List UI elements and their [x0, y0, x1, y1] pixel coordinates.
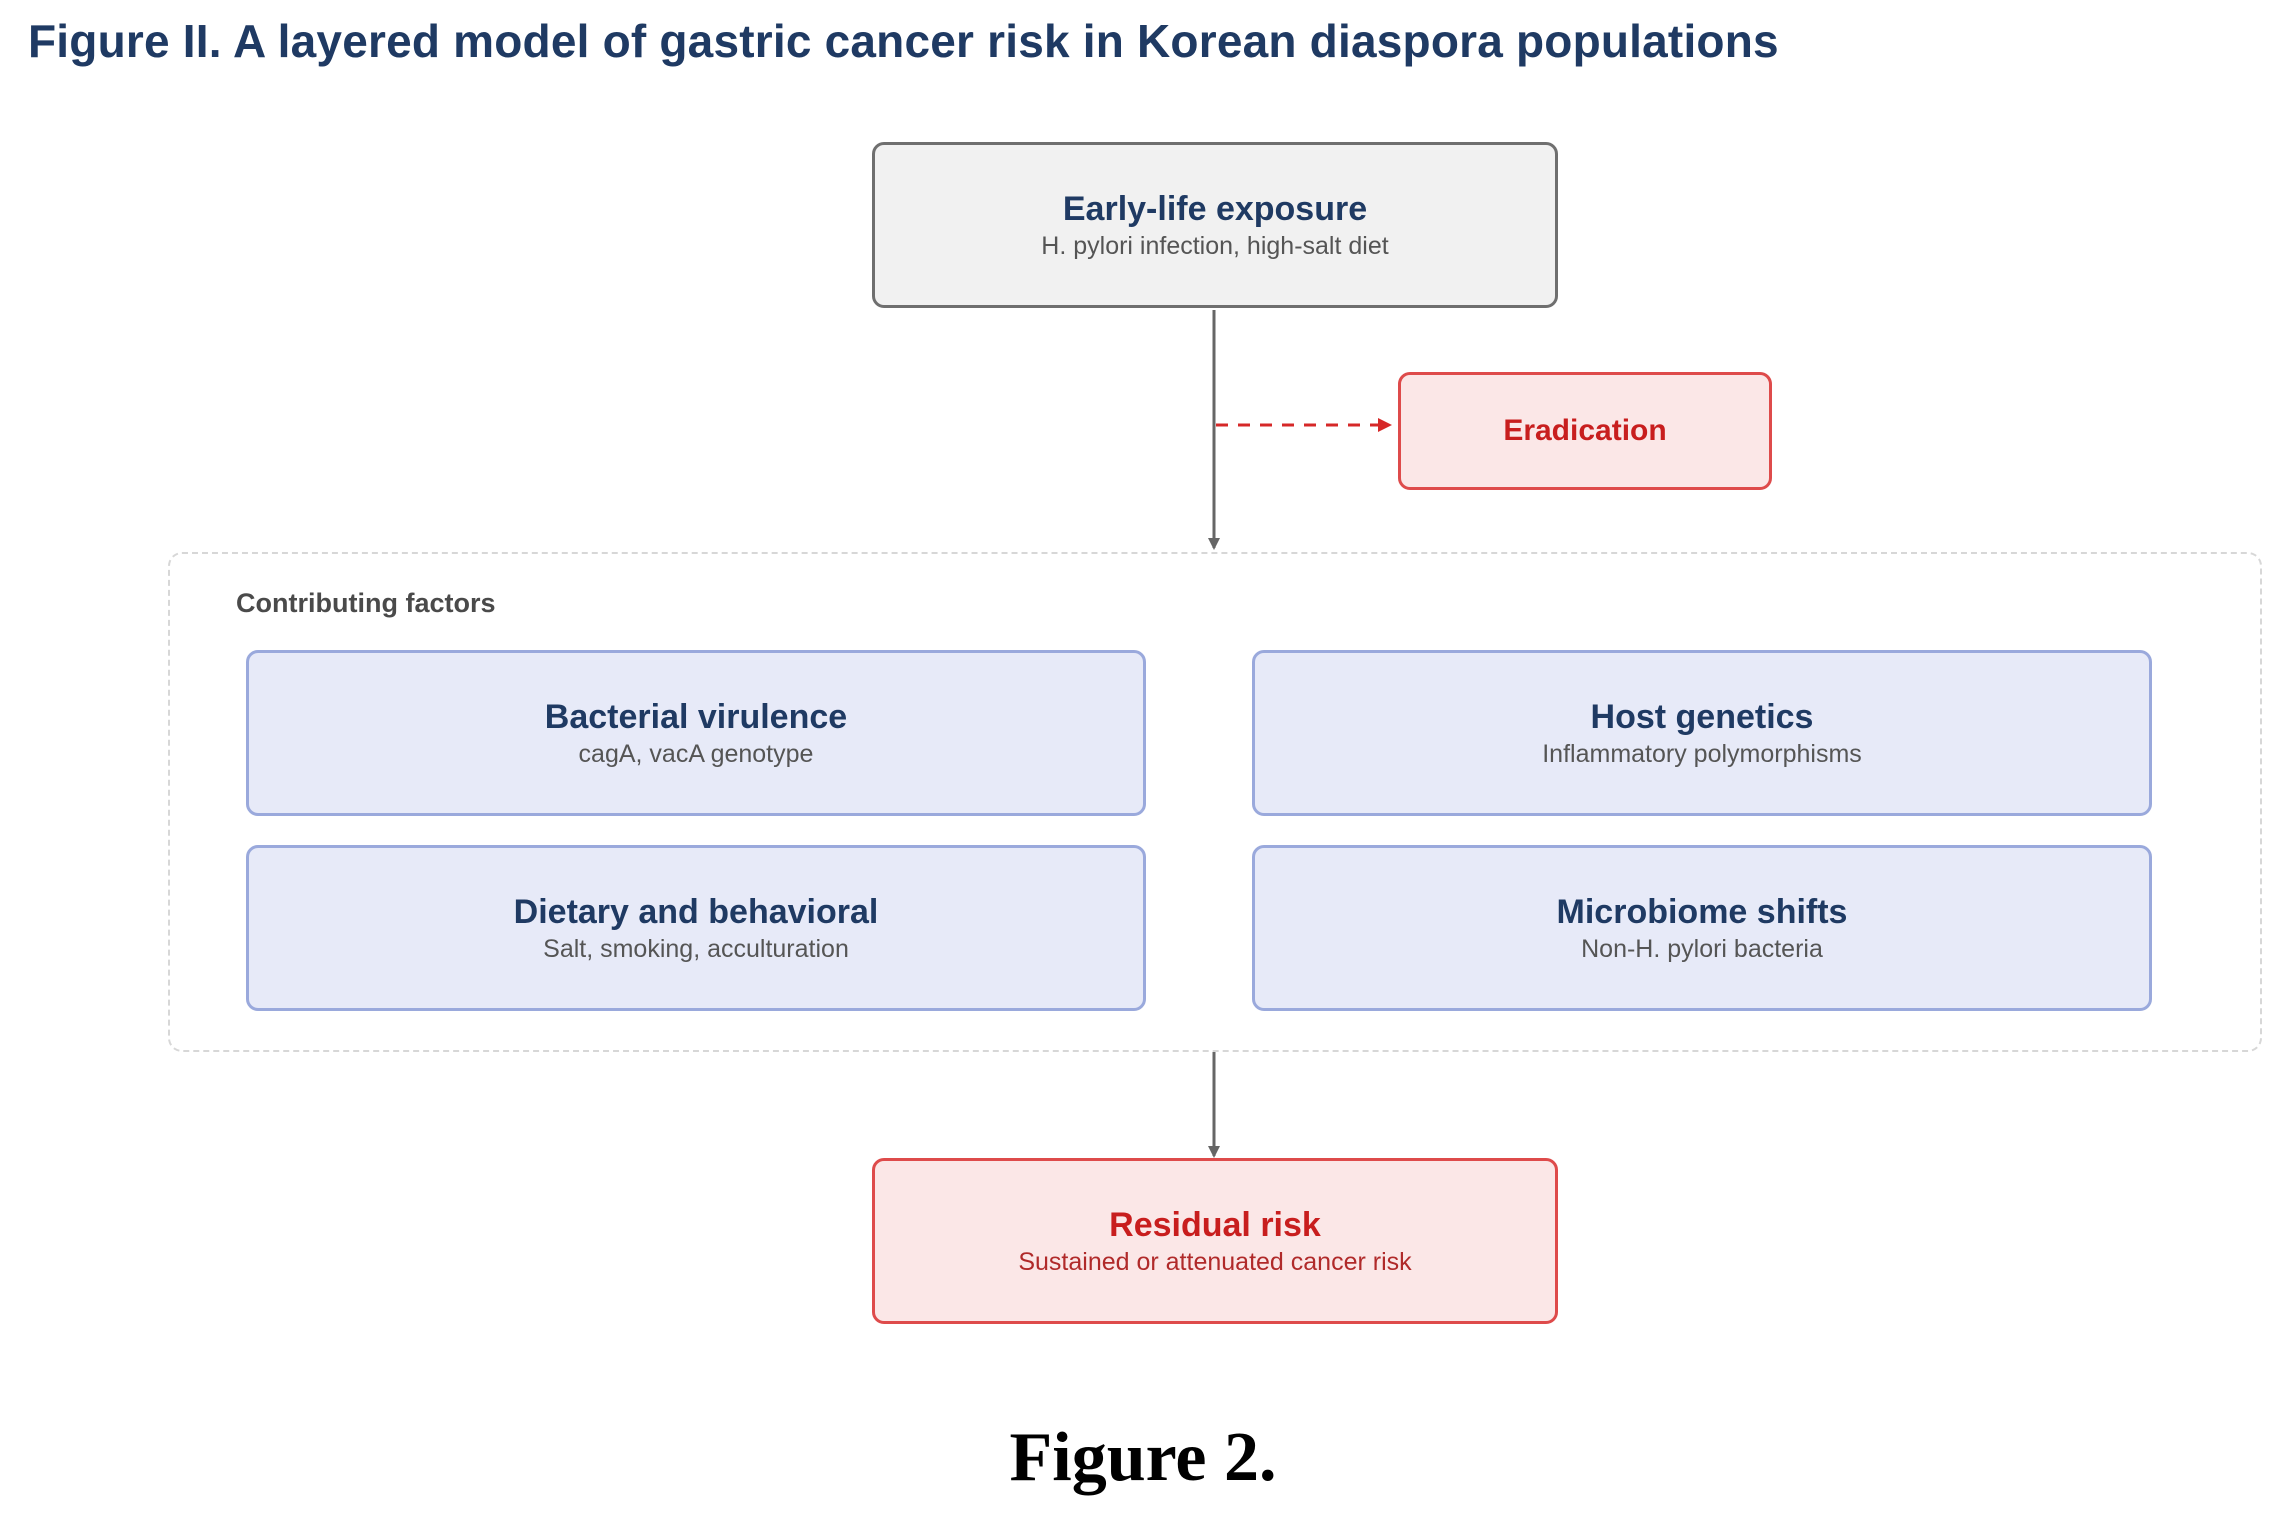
factor-subtitle: cagA, vacA genotype: [578, 740, 814, 768]
eradication-title: Eradication: [1503, 414, 1667, 447]
page-title: Figure II. A layered model of gastric ca…: [28, 15, 1779, 67]
factor-title: Dietary and behavioral: [513, 893, 879, 931]
residual-risk-node: Residual risk Sustained or attenuated ca…: [872, 1158, 1558, 1324]
contributing-factors-label: Contributing factors: [236, 588, 496, 618]
factor-title: Microbiome shifts: [1556, 893, 1848, 931]
eradication-node: Eradication: [1398, 372, 1772, 490]
factor-title: Bacterial virulence: [544, 698, 848, 736]
factor-dietary-behavioral: Dietary and behavioral Salt, smoking, ac…: [246, 845, 1146, 1011]
factor-subtitle: Salt, smoking, acculturation: [543, 935, 849, 963]
factor-bacterial-virulence: Bacterial virulence cagA, vacA genotype: [246, 650, 1146, 816]
factor-subtitle: Non-H. pylori bacteria: [1581, 935, 1823, 963]
factor-host-genetics: Host genetics Inflammatory polymorphisms: [1252, 650, 2152, 816]
figure-caption: Figure 2.: [1009, 1419, 1277, 1496]
early-life-exposure-title: Early-life exposure: [1062, 190, 1368, 228]
residual-risk-subtitle: Sustained or attenuated cancer risk: [1018, 1248, 1412, 1276]
early-life-exposure-subtitle: H. pylori infection, high-salt diet: [1041, 232, 1389, 260]
early-life-exposure-node: Early-life exposure H. pylori infection,…: [872, 142, 1558, 308]
residual-risk-title: Residual risk: [1109, 1206, 1321, 1244]
factor-microbiome-shifts: Microbiome shifts Non-H. pylori bacteria: [1252, 845, 2152, 1011]
factor-subtitle: Inflammatory polymorphisms: [1542, 740, 1862, 768]
factor-title: Host genetics: [1590, 698, 1814, 736]
